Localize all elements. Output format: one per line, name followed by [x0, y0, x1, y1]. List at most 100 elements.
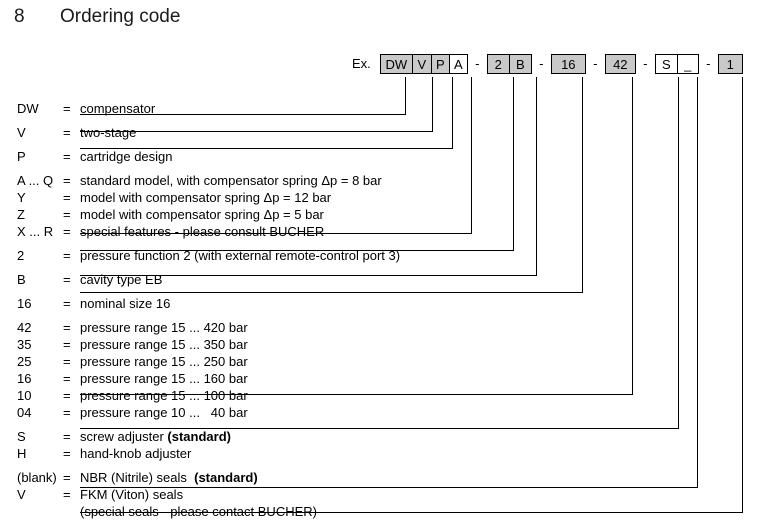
legend-equals: =	[63, 337, 71, 352]
code-group-size: 16	[550, 54, 586, 74]
code-separator-4: -	[643, 56, 648, 71]
legend-key: V	[17, 487, 26, 502]
legend-row-04: 04 = pressure range 10 ... 40 bar	[17, 405, 757, 422]
legend-description: model with compensator spring Δp = 12 ba…	[80, 190, 332, 205]
legend-key: DW	[17, 101, 39, 116]
legend-row-b: B = cavity type EB	[17, 272, 757, 289]
legend-key: P	[17, 149, 26, 164]
legend-row-a-q: A ... Q = standard model, with compensat…	[17, 173, 757, 190]
legend-description: pressure function 2 (with external remot…	[80, 248, 401, 263]
legend-description-text: NBR (Nitrile) seals	[80, 470, 195, 485]
legend-key: A ... Q	[17, 173, 54, 188]
legend-row-42: 42 = pressure range 15 ... 420 bar	[17, 320, 757, 337]
example-code-row: Ex. DW V P A - 2 B - 16 - 42 - S _ - 1	[352, 53, 743, 75]
code-separator-3: -	[593, 56, 598, 71]
legend-key: 16	[17, 296, 32, 311]
legend-description: hand-knob adjuster	[80, 446, 192, 461]
legend-key: 10	[17, 388, 32, 403]
legend-description: special features - please consult BUCHER	[80, 224, 325, 239]
legend-key: Z	[17, 207, 25, 222]
code-group-model: DW V P A	[379, 54, 468, 74]
legend-description: (special seals - please contact BUCHER)	[80, 504, 317, 519]
legend-row-z: Z = model with compensator spring Δp = 5…	[17, 207, 757, 224]
legend-description: pressure range 15 ... 420 bar	[80, 320, 248, 335]
legend-key: B	[17, 272, 26, 287]
code-group-pressure: 42	[604, 54, 636, 74]
legend-row-blank: (blank) = NBR (Nitrile) seals (standard)	[17, 470, 757, 487]
legend-equals: =	[63, 388, 71, 403]
legend-row-16-pressure: 16 = pressure range 15 ... 160 bar	[17, 371, 757, 388]
legend-key: (blank)	[17, 470, 57, 485]
legend-row-special-seals: (special seals - please contact BUCHER)	[17, 504, 757, 521]
legend-description: model with compensator spring Δp = 5 bar	[80, 207, 324, 222]
code-separator-5: -	[706, 56, 711, 71]
legend-row-p: P = cartridge design	[17, 149, 757, 166]
legend-key: 35	[17, 337, 32, 352]
code-box-p: P	[430, 54, 450, 74]
legend-row-v: V = two-stage	[17, 125, 757, 142]
legend-equals: =	[63, 429, 71, 444]
legend-row-y: Y = model with compensator spring Δp = 1…	[17, 190, 757, 207]
legend-key: 2	[17, 248, 25, 263]
legend-row-25: 25 = pressure range 15 ... 250 bar	[17, 354, 757, 371]
legend-description: nominal size 16	[80, 296, 171, 311]
legend-equals: =	[63, 446, 71, 461]
legend-equals: =	[63, 354, 71, 369]
legend-equals: =	[63, 272, 71, 287]
legend-row-35: 35 = pressure range 15 ... 350 bar	[17, 337, 757, 354]
legend-row-x-r: X ... R = special features - please cons…	[17, 224, 757, 241]
legend-equals: =	[63, 224, 71, 239]
legend-equals: =	[63, 190, 71, 205]
legend-key: Y	[17, 190, 26, 205]
legend-description: two-stage	[80, 125, 137, 140]
example-label: Ex.	[352, 56, 371, 71]
code-box-v: V	[411, 54, 432, 74]
legend-key: 25	[17, 354, 32, 369]
code-box-blank: _	[676, 54, 699, 74]
code-separator-1: -	[475, 56, 480, 71]
legend-description: pressure range 15 ... 350 bar	[80, 337, 248, 352]
legend-key: 04	[17, 405, 32, 420]
code-group-design-stage: 1	[717, 54, 743, 74]
legend-table: DW = compensator V = two-stage P = cartr…	[17, 101, 757, 524]
section-title: Ordering code	[60, 6, 181, 27]
legend-row-dw: DW = compensator	[17, 101, 757, 118]
legend-row-16: 16 = nominal size 16	[17, 296, 757, 313]
legend-description: FKM (Viton) seals	[80, 487, 184, 502]
code-box-42: 42	[604, 54, 636, 74]
section-number: 8	[14, 6, 25, 27]
code-box-b: B	[508, 54, 532, 74]
legend-key: H	[17, 446, 27, 461]
legend-row-s: S = screw adjuster (standard)	[17, 429, 757, 446]
legend-description-emphasis: (standard)	[167, 429, 231, 444]
legend-key: 16	[17, 371, 32, 386]
legend-key: S	[17, 429, 26, 444]
legend-equals: =	[63, 125, 71, 140]
legend-equals: =	[63, 371, 71, 386]
legend-description: pressure range 15 ... 250 bar	[80, 354, 248, 369]
legend-equals: =	[63, 173, 71, 188]
legend-key: 42	[17, 320, 32, 335]
legend-description: NBR (Nitrile) seals (standard)	[80, 470, 258, 485]
legend-equals: =	[63, 149, 71, 164]
legend-description-text: screw adjuster	[80, 429, 168, 444]
legend-description: screw adjuster (standard)	[80, 429, 231, 444]
legend-description: compensator	[80, 101, 156, 116]
legend-description: pressure range 15 ... 100 bar	[80, 388, 248, 403]
legend-equals: =	[63, 296, 71, 311]
legend-equals: =	[63, 320, 71, 335]
legend-description: cartridge design	[80, 149, 173, 164]
code-box-dw: DW	[379, 54, 413, 74]
legend-row-2: 2 = pressure function 2 (with external r…	[17, 248, 757, 265]
legend-description: standard model, with compensator spring …	[80, 173, 382, 188]
legend-row-h: H = hand-knob adjuster	[17, 446, 757, 463]
legend-row-10: 10 = pressure range 15 ... 100 bar	[17, 388, 757, 405]
legend-description-emphasis: (standard)	[194, 470, 258, 485]
code-box-a: A	[448, 54, 468, 74]
legend-equals: =	[63, 487, 71, 502]
legend-key: X ... R	[17, 224, 54, 239]
code-separator-2: -	[539, 56, 544, 71]
legend-equals: =	[63, 248, 71, 263]
code-box-2: 2	[486, 54, 510, 74]
